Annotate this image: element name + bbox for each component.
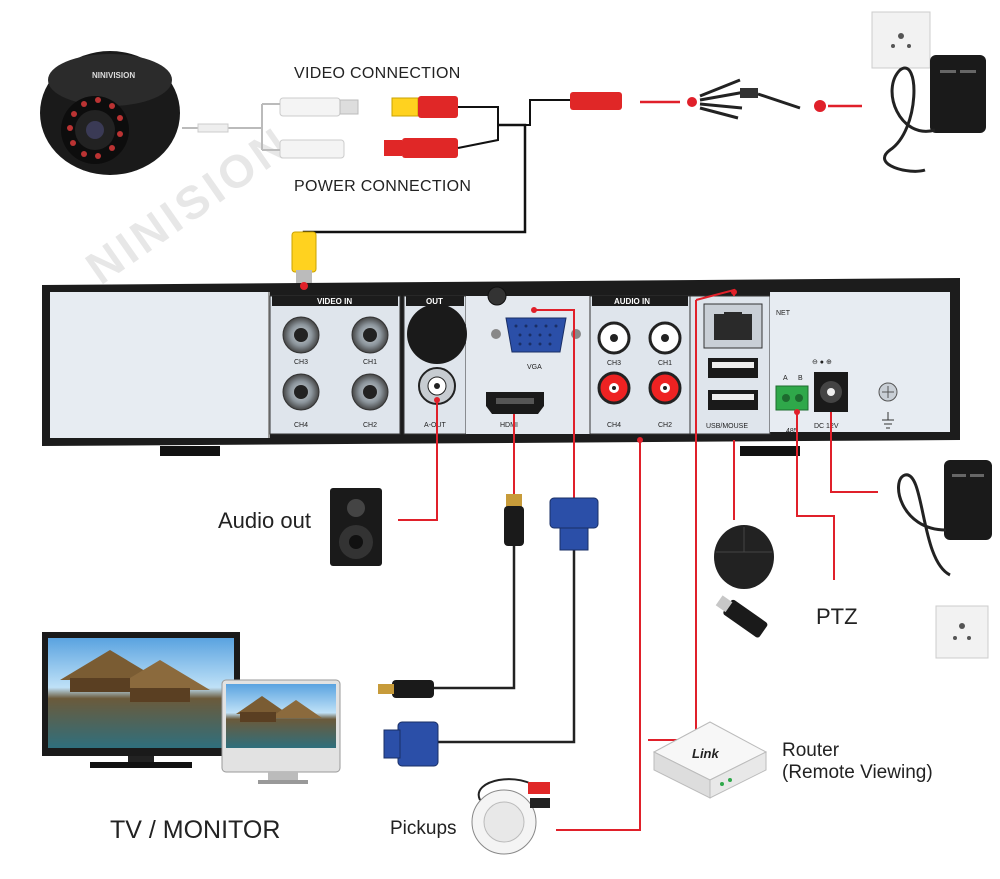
pickups-label: Pickups xyxy=(390,818,457,839)
rs485-label: 485 xyxy=(786,428,798,435)
bnc-port-ch3[interactable]: CH3 xyxy=(282,316,320,366)
vga-port[interactable]: VGA xyxy=(491,317,581,371)
dome-camera-icon: NINIVISION xyxy=(40,51,180,175)
power-connection-label: POWER CONNECTION xyxy=(294,178,472,195)
yellow-video-plug-icon xyxy=(291,231,317,284)
net-port[interactable]: NET xyxy=(703,303,791,349)
vga-cable-end-icon xyxy=(383,721,439,767)
video-in-label: VIDEO IN xyxy=(317,297,352,306)
usb-stick-icon xyxy=(715,595,768,638)
out-label: OUT xyxy=(426,297,443,306)
power-splitter-1to4-icon xyxy=(640,78,862,120)
router-icon: Link xyxy=(652,721,768,799)
audio-ch3-label: CH3 xyxy=(607,360,621,367)
audio-ch1-label: CH1 xyxy=(658,360,672,367)
usb-port-bottom[interactable] xyxy=(708,390,758,410)
wall-socket-icon xyxy=(871,11,931,69)
a-out-label: A-OUT xyxy=(424,422,447,429)
vga-label: VGA xyxy=(527,364,542,371)
tv-monitor-label: TV / MONITOR xyxy=(110,816,281,844)
tv-monitor-icon xyxy=(42,632,240,768)
bnc-port-ch4[interactable]: CH4 xyxy=(282,373,320,429)
rs485-b-label: B xyxy=(798,375,803,382)
tv-cables xyxy=(434,545,576,744)
speaker-icon xyxy=(330,488,382,566)
chassis-screw-icon xyxy=(487,286,507,306)
audio-ch2-label: CH2 xyxy=(658,422,672,429)
dc-polarity-icon: ⊖ ● ⊕ xyxy=(812,359,832,366)
ch1-label: CH1 xyxy=(363,359,377,366)
pc-monitor-icon xyxy=(221,679,341,784)
video-connection-label: VIDEO CONNECTION xyxy=(294,65,461,82)
usb-port-top[interactable] xyxy=(708,358,758,378)
audio-in-ch2-port[interactable] xyxy=(648,371,682,405)
power-adapter-bottom-icon xyxy=(897,460,992,577)
vga-plug-icon xyxy=(549,497,599,551)
audio-ch4-label: CH4 xyxy=(607,422,621,429)
hdmi-cable-end-icon xyxy=(378,680,434,698)
audio-out-label: Audio out xyxy=(218,508,311,533)
dc12v-port[interactable]: ⊖ ● ⊕ DC 12V xyxy=(812,359,848,430)
hdmi-plug-icon xyxy=(504,494,524,546)
ground-screw-icon xyxy=(878,382,898,429)
hdmi-port[interactable]: HDMI xyxy=(486,392,544,429)
pickup-microphone-icon xyxy=(471,778,550,855)
camera-pigtail-icon xyxy=(182,97,359,159)
ptz-label: PTZ xyxy=(816,604,858,629)
bnc-port-ch1[interactable]: CH1 xyxy=(351,316,389,366)
router-label: Router xyxy=(782,740,840,761)
rs485-a-label: A xyxy=(783,375,788,382)
audio-in-ch3-port[interactable] xyxy=(597,321,631,355)
rs485-terminal[interactable]: A B 485 xyxy=(775,375,809,435)
ch4-label: CH4 xyxy=(294,422,308,429)
audio-in-ch1-port[interactable] xyxy=(648,321,682,355)
video-power-splitter-icon xyxy=(302,92,622,270)
mouse-icon xyxy=(714,525,774,589)
hdmi-label: HDMI xyxy=(500,422,518,429)
ch2-label: CH2 xyxy=(363,422,377,429)
usb-mouse-label: USB/MOUSE xyxy=(706,423,748,430)
bnc-port-ch2[interactable]: CH2 xyxy=(351,373,389,429)
audio-in-label: AUDIO IN xyxy=(614,297,650,306)
video-out-port[interactable] xyxy=(407,304,467,364)
audio-in-ch4-port[interactable] xyxy=(597,371,631,405)
remote-viewing-label: (Remote Viewing) xyxy=(782,762,933,783)
wall-socket-bottom-icon xyxy=(935,605,989,659)
dc12v-label: DC 12V xyxy=(814,423,839,430)
ch3-label: CH3 xyxy=(294,359,308,366)
power-adapter-icon xyxy=(883,55,986,173)
net-label: NET xyxy=(776,310,791,317)
camera-brand: NINIVISION xyxy=(92,71,135,80)
router-brand: Link xyxy=(692,746,719,761)
audio-out-port[interactable]: A-OUT xyxy=(418,367,456,429)
